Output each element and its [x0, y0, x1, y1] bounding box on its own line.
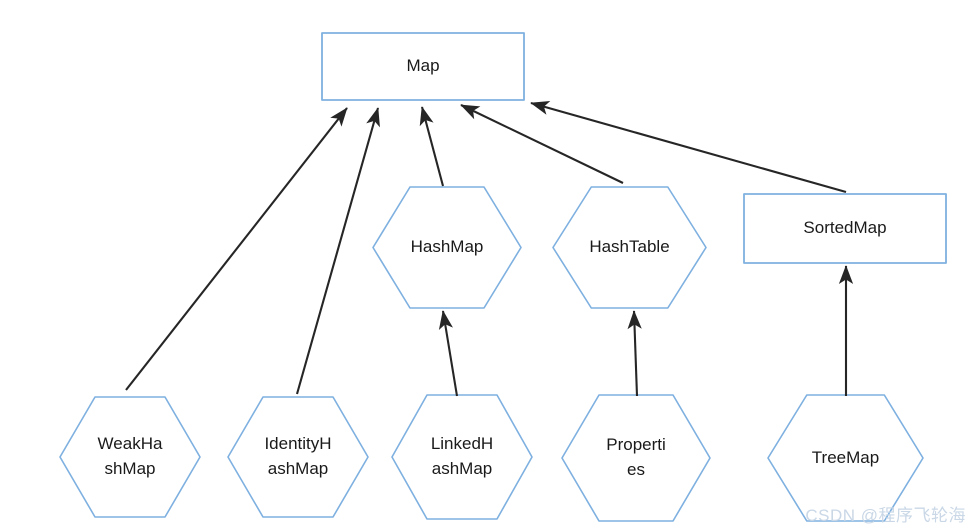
- edge-properties-to-hashtable[interactable]: [627, 310, 642, 397]
- node-shape-map[interactable]: [321, 32, 525, 101]
- node-shape-properties[interactable]: [561, 394, 711, 522]
- node-shape-linkedhashmap[interactable]: [391, 394, 533, 520]
- edge-linkedhashmap-to-hashmap[interactable]: [438, 310, 459, 397]
- edge-identityhashmap-to-map[interactable]: [295, 107, 380, 395]
- shapes-layer: [59, 32, 947, 522]
- node-shape-sortedmap[interactable]: [743, 193, 947, 264]
- edge-hashmap-to-map[interactable]: [419, 106, 445, 187]
- node-shape-weakhashmap[interactable]: [59, 396, 201, 518]
- edge-weakhashmap-to-map[interactable]: [125, 107, 348, 391]
- edge-hashtable-to-map[interactable]: [460, 104, 624, 184]
- node-shape-hashmap[interactable]: [372, 186, 522, 309]
- edges-layer: [125, 101, 854, 397]
- node-shape-hashtable[interactable]: [552, 186, 707, 309]
- node-shape-identityhashmap[interactable]: [227, 396, 369, 518]
- edge-sortedmap-to-map[interactable]: [530, 101, 847, 194]
- node-shape-treemap[interactable]: [767, 394, 924, 522]
- watermark-text: CSDN @程序飞轮海: [805, 506, 966, 525]
